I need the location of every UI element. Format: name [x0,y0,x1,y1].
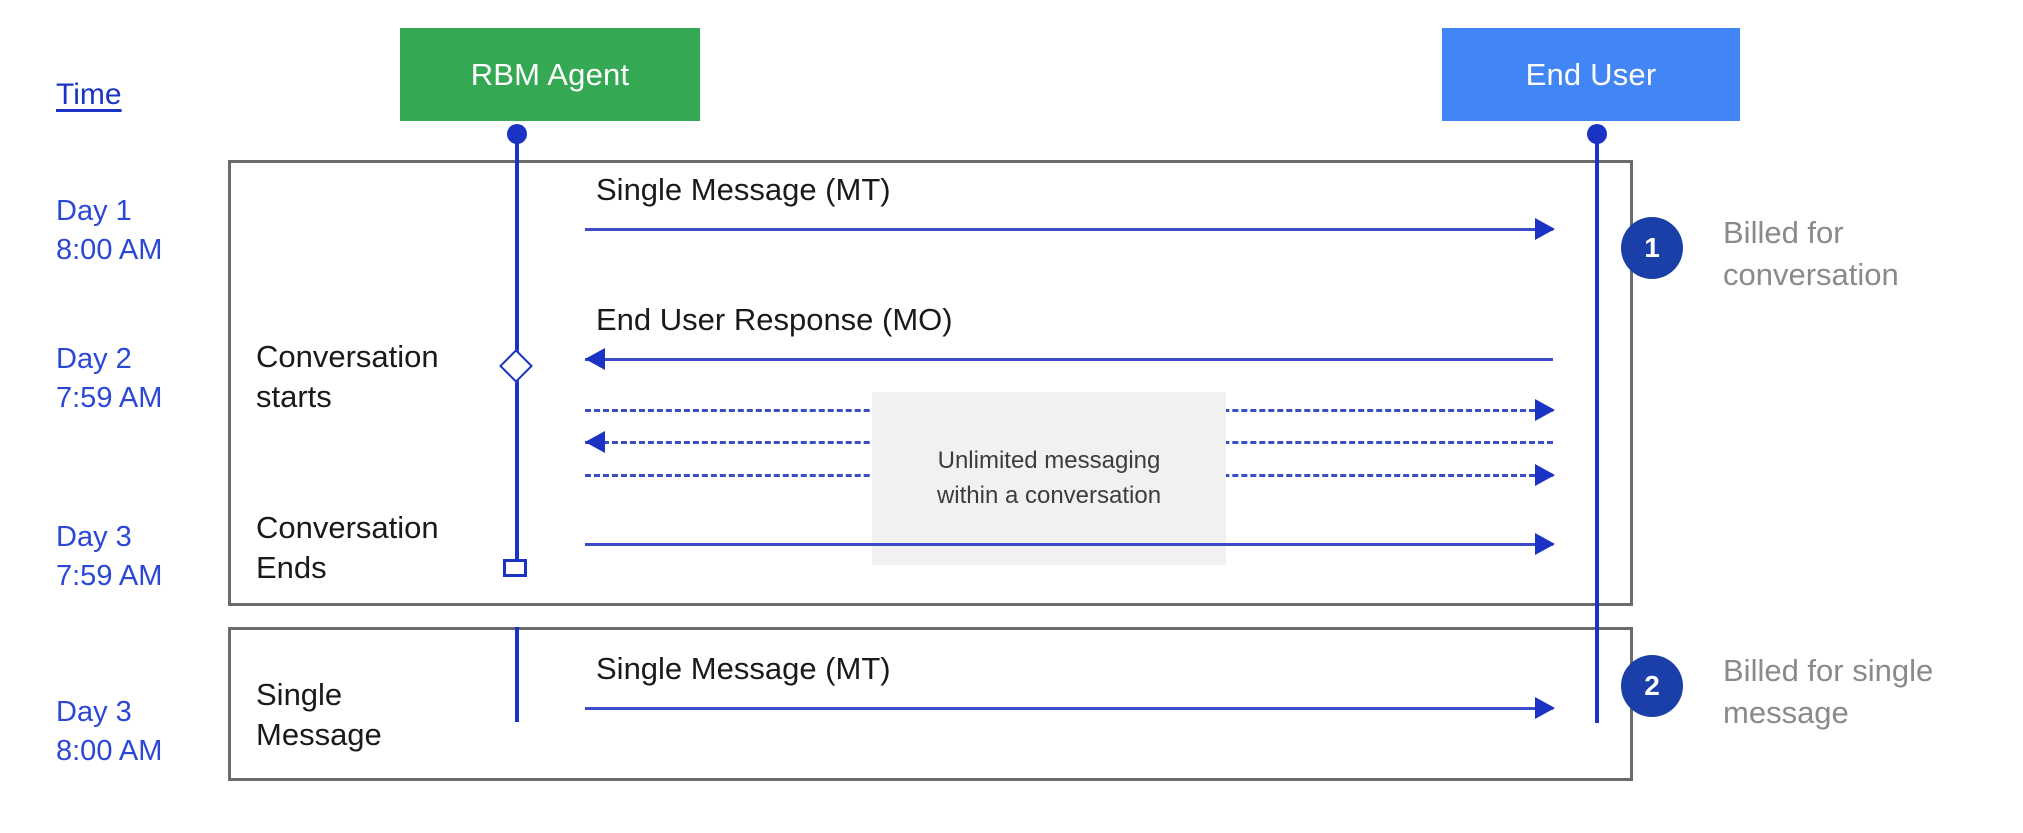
billing-note-single-message: Billed for single message [1723,653,1934,730]
message-label-mt-1: Single Message (MT) [596,172,891,207]
message-arrowhead-unlimited-1 [1535,399,1555,421]
message-label-mt-2: Single Message (MT) [596,651,891,686]
message-arrowhead-unlimited-2 [585,431,605,453]
time-label-day3-end: Day 3 7:59 AM [56,521,163,593]
note-unlimited-messaging: Unlimited messaging within a conversatio… [872,392,1226,565]
lifeline-user-conversation [1595,133,1599,606]
marker-conversation-end [503,559,527,577]
message-arrowhead-mo-1 [585,348,605,370]
badge-billing-2[interactable]: 2 [1621,655,1683,717]
message-line-mo-1 [585,358,1553,361]
message-line-mt-1 [585,228,1553,231]
message-arrowhead-unlimited-3 [1535,464,1555,486]
message-label-mo-1: End User Response (MO) [596,302,953,337]
time-label-day3-single: Day 3 8:00 AM [56,696,163,768]
message-arrowhead-mt-2 [1535,697,1555,719]
lifeline-user-single [1595,606,1599,723]
time-label-day1: Day 1 8:00 AM [56,195,163,267]
badge-billing-2-label: 2 [1644,670,1660,701]
participant-end-user[interactable]: End User [1442,28,1740,121]
message-arrowhead-mt-1 [1535,218,1555,240]
badge-billing-1[interactable]: 1 [1621,217,1683,279]
caption-conversation-ends: Conversation Ends [256,510,439,586]
message-line-mt-2 [585,707,1553,710]
note-unlimited-messaging-text: Unlimited messaging within a conversatio… [936,446,1162,509]
participant-rbm-agent[interactable]: RBM Agent [400,28,700,121]
region-conversation [228,160,1633,606]
participant-end-user-label: End User [1525,56,1657,92]
badge-billing-1-label: 1 [1644,232,1660,263]
caption-conversation-starts: Conversation starts [256,339,439,415]
caption-single-message: Single Message [256,677,382,753]
time-label-day2: Day 2 7:59 AM [56,343,163,415]
message-arrowhead-last-in-conversation [1535,533,1555,555]
region-single-message [228,627,1633,781]
participant-rbm-agent-label: RBM Agent [470,56,630,92]
billing-note-conversation: Billed for conversation [1723,215,1899,292]
lifeline-agent-single [515,627,519,722]
message-line-last-in-conversation [585,543,1553,546]
time-axis-heading: Time [56,78,122,111]
